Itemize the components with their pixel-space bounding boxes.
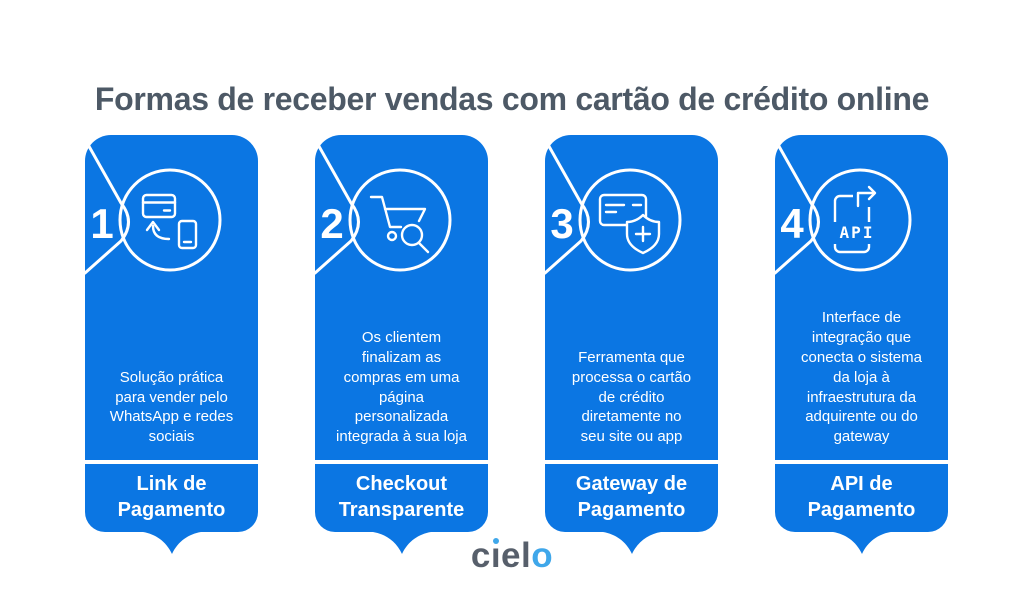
card-checkout-transparente: 2 Os clientem finalizam as compras em um… — [315, 135, 488, 556]
api-document-icon: API — [775, 139, 912, 275]
logo-letter-c: c — [470, 536, 491, 575]
bubble-tail — [372, 532, 431, 554]
transfer-arrow-glyph — [145, 220, 171, 241]
cart-glyph — [369, 195, 427, 242]
card-3-label: Gateway de Pagamento — [545, 464, 718, 532]
card-api-de-pagamento: API 4 Interface de integração que conect… — [775, 135, 948, 556]
bubble-tail — [142, 532, 201, 554]
card-shield-plus-icon — [545, 139, 682, 275]
card-3-number: 3 — [550, 200, 574, 247]
icon-circle — [808, 168, 912, 272]
cards-row: 1 Solução prática para vender pelo Whats… — [85, 135, 948, 556]
card-3-description: Ferramenta que processa o cartão de créd… — [571, 349, 692, 446]
api-label: API — [840, 223, 875, 242]
magnifier-glyph — [400, 223, 430, 254]
card-gateway-de-pagamento: 3 Ferramenta que processa o cartão de cr… — [545, 135, 718, 556]
card-1-label: Link de Pagamento — [85, 464, 258, 532]
card-link-de-pagamento: 1 Solução prática para vender pelo Whats… — [85, 135, 258, 556]
notch-shape — [315, 139, 360, 275]
logo-i-dot-icon — [492, 538, 499, 544]
logo-letter-o: o — [531, 536, 554, 575]
card-4-number: 4 — [780, 200, 804, 247]
shield-plus-glyph — [625, 213, 661, 255]
icon-circle — [348, 168, 452, 272]
card-1-number: 1 — [90, 200, 114, 247]
card-2-label: Checkout Transparente — [315, 464, 488, 532]
card-4-label: API de Pagamento — [775, 464, 948, 532]
logo-letter-i: ı — [490, 536, 502, 575]
card-phone-transfer-icon — [85, 139, 222, 275]
notch-shape — [85, 139, 130, 275]
card-4-body: API 4 Interface de integração que conect… — [775, 135, 948, 460]
notch-shape — [775, 139, 820, 275]
phone-glyph — [177, 219, 198, 250]
logo-letters-el: el — [501, 536, 532, 575]
credit-card-glyph — [141, 193, 177, 219]
card-2-description: Os clientem finalizam as compras em uma … — [336, 329, 467, 446]
card-2-body: 2 Os clientem finalizam as compras em um… — [315, 135, 488, 460]
icon-circle — [118, 168, 222, 272]
notch-shape — [545, 139, 590, 275]
card-2-number: 2 — [320, 200, 344, 247]
bubble-tail — [832, 532, 891, 554]
card-4-description: Interface de integração que conecta o si… — [801, 309, 922, 446]
credit-card-glyph — [598, 193, 648, 227]
page-title: Formas de receber vendas com cartão de c… — [94, 81, 930, 118]
card-3-body: 3 Ferramenta que processa o cartão de cr… — [545, 135, 718, 460]
bubble-tail — [602, 532, 661, 554]
card-1-body: 1 Solução prática para vender pelo Whats… — [85, 135, 258, 460]
icon-circle — [578, 168, 682, 272]
api-page-glyph: API — [833, 185, 881, 254]
card-1-description: Solução prática para vender pelo WhatsAp… — [109, 368, 234, 446]
cart-magnifier-icon — [315, 139, 452, 275]
